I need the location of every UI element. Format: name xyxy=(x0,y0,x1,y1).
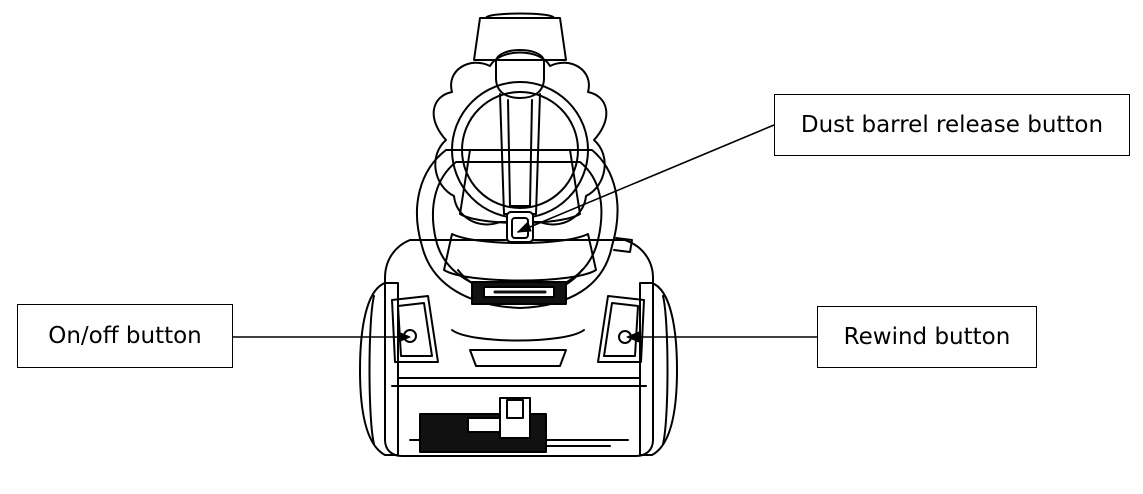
callout-on-off: On/off button xyxy=(17,304,233,368)
leader-line-dust xyxy=(517,124,775,233)
cyclone-top xyxy=(432,51,608,226)
front-vent xyxy=(451,329,585,367)
arrowhead-onoff xyxy=(397,331,411,343)
arrowhead-dust xyxy=(517,221,532,233)
carry-handle xyxy=(473,12,567,215)
front-grille xyxy=(471,281,567,305)
arrowhead-rewind xyxy=(626,331,640,343)
right-button-panel xyxy=(597,295,645,363)
hose-connector xyxy=(419,397,547,453)
right-wheel xyxy=(639,282,678,456)
leader-lines xyxy=(232,124,818,343)
callout-dust-barrel-release: Dust barrel release button xyxy=(774,94,1130,156)
callout-rewind: Rewind button xyxy=(817,306,1037,368)
left-wheel xyxy=(359,282,399,456)
